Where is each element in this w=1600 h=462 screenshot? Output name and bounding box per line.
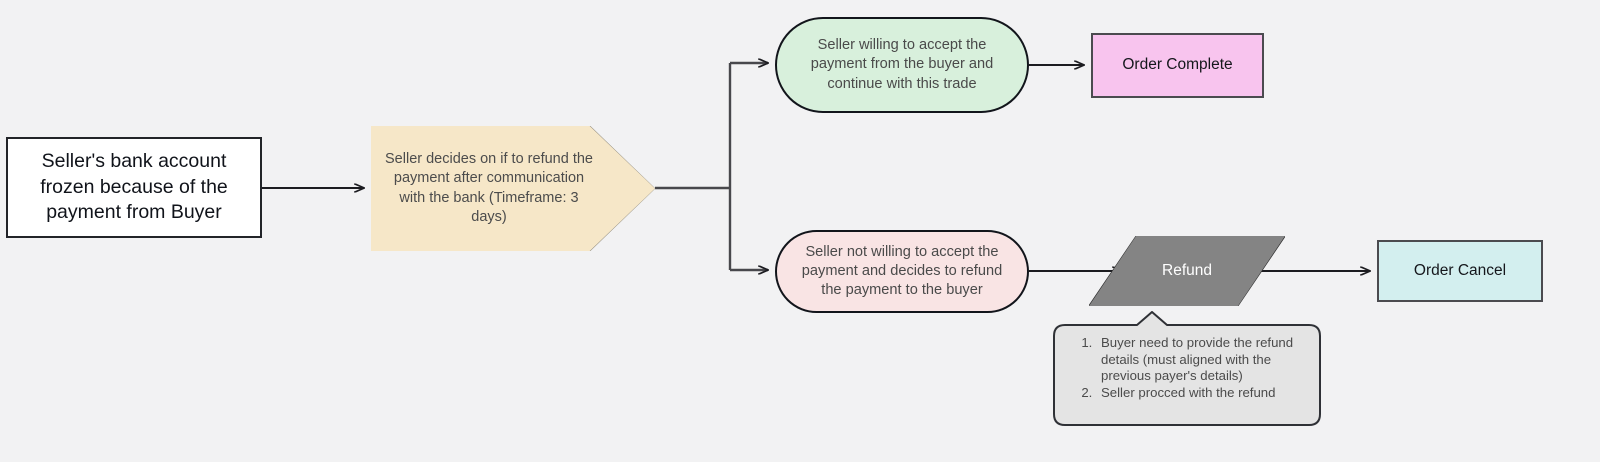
note-refund-requirements[interactable]: Buyer need to provide the refund details… (1052, 311, 1322, 427)
node-seller-willing-to-accept[interactable]: Seller willing to accept the payment fro… (775, 17, 1029, 113)
note-callout-shape (1053, 311, 1321, 426)
node-order-cancel[interactable]: Order Cancel (1377, 240, 1543, 302)
note-text-body: Buyer need to provide the refund details… (1070, 335, 1312, 402)
note-item: Seller procced with the refund (1096, 385, 1312, 402)
node-seller-decides-refund[interactable]: Seller decides on if to refund the payme… (371, 126, 655, 251)
node-order-complete[interactable]: Order Complete (1091, 33, 1264, 98)
node-refund[interactable]: Refund (1089, 236, 1285, 306)
note-item: Buyer need to provide the refund details… (1096, 335, 1312, 385)
node-seller-bank-account-frozen[interactable]: Seller's bank account frozen because of … (6, 137, 262, 238)
node-seller-not-willing-to-accept[interactable]: Seller not willing to accept the payment… (775, 230, 1029, 313)
